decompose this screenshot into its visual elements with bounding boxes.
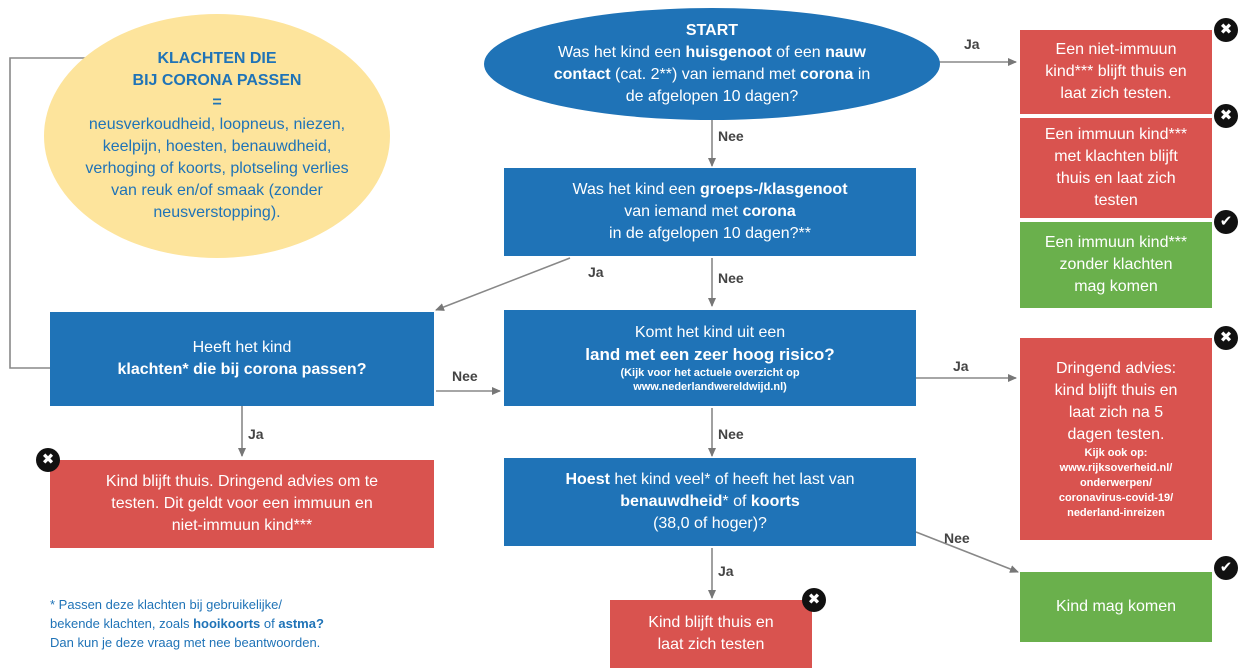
question-symptoms: Heeft het kind klachten* die bij corona … (50, 312, 434, 406)
land-line4: www.nederlandwereldwijd.nl) (633, 381, 787, 393)
label-nee: Nee (718, 128, 744, 144)
immune-sym-line3: thuis en laat zich (1056, 170, 1176, 187)
klachten-line2: klachten* die bij corona passen? (117, 361, 367, 378)
symptoms-line4: van reuk en/of smaak (zonder (111, 182, 323, 199)
label-ja: Ja (718, 563, 734, 579)
group-line3: in de afgelopen 10 dagen?** (609, 225, 811, 242)
land-line3: (Kijk voor het actuele overzicht op (620, 367, 800, 379)
outcome-cough-stay-home: Kind blijft thuis en laat zich testen (610, 600, 812, 668)
ok-line1: Kind mag komen (1055, 598, 1177, 615)
nonimmune-line1: Een niet-immuun (1055, 41, 1177, 58)
symptoms-equals: = (212, 94, 222, 111)
immune-ok-line3: mag komen (1074, 278, 1158, 295)
land-out-link3: onderwerpen/ (1079, 476, 1153, 489)
arrow-klachten-loop (9, 54, 121, 369)
group-line2: van iemand met corona (624, 203, 796, 220)
footnote-line2: bekende klachten, zoals hooikoorts of as… (50, 616, 324, 631)
check-icon: ✔ (1214, 556, 1238, 580)
symptoms-title-2: BIJ CORONA PASSEN (132, 72, 302, 89)
label-ja: Ja (953, 358, 969, 374)
cross-icon: ✖ (1214, 18, 1238, 42)
label-nee: Nee (944, 530, 970, 546)
symptoms-line1: neusverkoudheid, loopneus, niezen, (88, 116, 346, 133)
land-out-line2: kind blijft thuis en (1054, 381, 1178, 399)
footnote-line3: Dan kun je deze vraag met nee beantwoord… (50, 635, 321, 650)
nonimmune-line3: laat zich testen. (1060, 85, 1172, 102)
hoest-line3: (38,0 of hoger)? (653, 515, 767, 532)
cross-icon: ✖ (802, 588, 826, 612)
group-line1: Was het kind een groeps-/klasgenoot (572, 181, 848, 198)
question-group-contact: Was het kind een groeps-/klasgenoot van … (504, 168, 916, 256)
land-out-line1: Dringend advies: (1055, 359, 1177, 377)
label-ja: Ja (588, 264, 604, 280)
hoest-out-line2: laat zich testen (657, 636, 765, 653)
outcome-symptoms-stay-home: Kind blijft thuis. Dringend advies om te… (50, 460, 434, 548)
land-out-link4: coronavirus-covid-19/ (1058, 491, 1174, 504)
hoest-out-line1: Kind blijft thuis en (648, 614, 774, 631)
arrow-hoest-nee (915, 531, 1019, 573)
label-nee: Nee (452, 368, 478, 384)
land-out-link5: nederland-inreizen (1067, 506, 1165, 519)
label-ja: Ja (964, 36, 980, 52)
klachten-out-line3: niet-immuun kind*** (171, 517, 313, 534)
hoest-line2: benauwdheid* of koorts (620, 493, 800, 510)
arrow-group-ja (435, 257, 571, 311)
symptoms-node: KLACHTEN DIE BIJ CORONA PASSEN = neusver… (44, 14, 390, 258)
immune-ok-line2: zonder klachten (1059, 256, 1173, 273)
immune-sym-line4: testen (1094, 192, 1138, 209)
land-line2: land met een zeer hoog risico? (585, 345, 835, 364)
land-out-line3: laat zich na 5 (1068, 403, 1164, 421)
symptoms-title-1: KLACHTEN DIE (157, 50, 277, 67)
outcome-child-may-come: Kind mag komen (1020, 572, 1212, 642)
klachten-out-line1: Kind blijft thuis. Dringend advies om te (105, 473, 379, 490)
outcome-high-risk-country: Dringend advies: kind blijft thuis en la… (1020, 338, 1212, 540)
land-out-link2: www.rijksoverheid.nl/ (1059, 461, 1173, 474)
outcome-immune-ok: Een immuun kind*** zonder klachten mag k… (1020, 222, 1212, 308)
outcome-non-immune: Een niet-immuun kind*** blijft thuis en … (1020, 30, 1212, 114)
question-high-risk-country: Komt het kind uit een land met een zeer … (504, 310, 916, 406)
start-line1: Was het kind een huisgenoot of een nauw (558, 44, 866, 61)
symptoms-line2: keelpijn, hoesten, benauwdheid, (102, 138, 332, 155)
immune-ok-line1: Een immuun kind*** (1044, 234, 1188, 251)
outcome-immune-with-symptoms: Een immuun kind*** met klachten blijft t… (1020, 118, 1212, 218)
klachten-out-line2: testen. Dit geldt voor een immuun en (111, 495, 373, 512)
label-nee: Nee (718, 270, 744, 286)
label-ja: Ja (248, 426, 264, 442)
start-node: START Was het kind een huisgenoot of een… (484, 8, 940, 120)
symptoms-line5: neusverstopping). (153, 204, 281, 221)
symptoms-line3: verhoging of koorts, plotseling verlies (85, 160, 349, 177)
cross-icon: ✖ (36, 448, 60, 472)
immune-sym-line2: met klachten blijft (1054, 148, 1178, 165)
land-line1: Komt het kind uit een (634, 324, 786, 341)
cross-icon: ✖ (1214, 326, 1238, 350)
immune-sym-line1: Een immuun kind*** (1044, 126, 1188, 143)
start-line3: de afgelopen 10 dagen? (625, 88, 799, 105)
klachten-line1: Heeft het kind (192, 339, 292, 356)
start-line2: contact (cat. 2**) van iemand met corona… (553, 66, 871, 83)
hoest-line1: Hoest het kind veel* of heeft het last v… (565, 471, 855, 488)
land-out-line4: dagen testen. (1067, 425, 1165, 443)
footnote: * Passen deze klachten bij gebruikelijke… (50, 595, 324, 652)
footnote-line1: * Passen deze klachten bij gebruikelijke… (50, 597, 282, 612)
nonimmune-line2: kind*** blijft thuis en (1045, 63, 1187, 80)
start-title: START (685, 22, 739, 39)
question-cough-fever: Hoest het kind veel* of heeft het last v… (504, 458, 916, 546)
land-out-link1: Kijk ook op: (1084, 446, 1148, 459)
check-icon: ✔ (1214, 210, 1238, 234)
label-nee: Nee (718, 426, 744, 442)
cross-icon: ✖ (1214, 104, 1238, 128)
